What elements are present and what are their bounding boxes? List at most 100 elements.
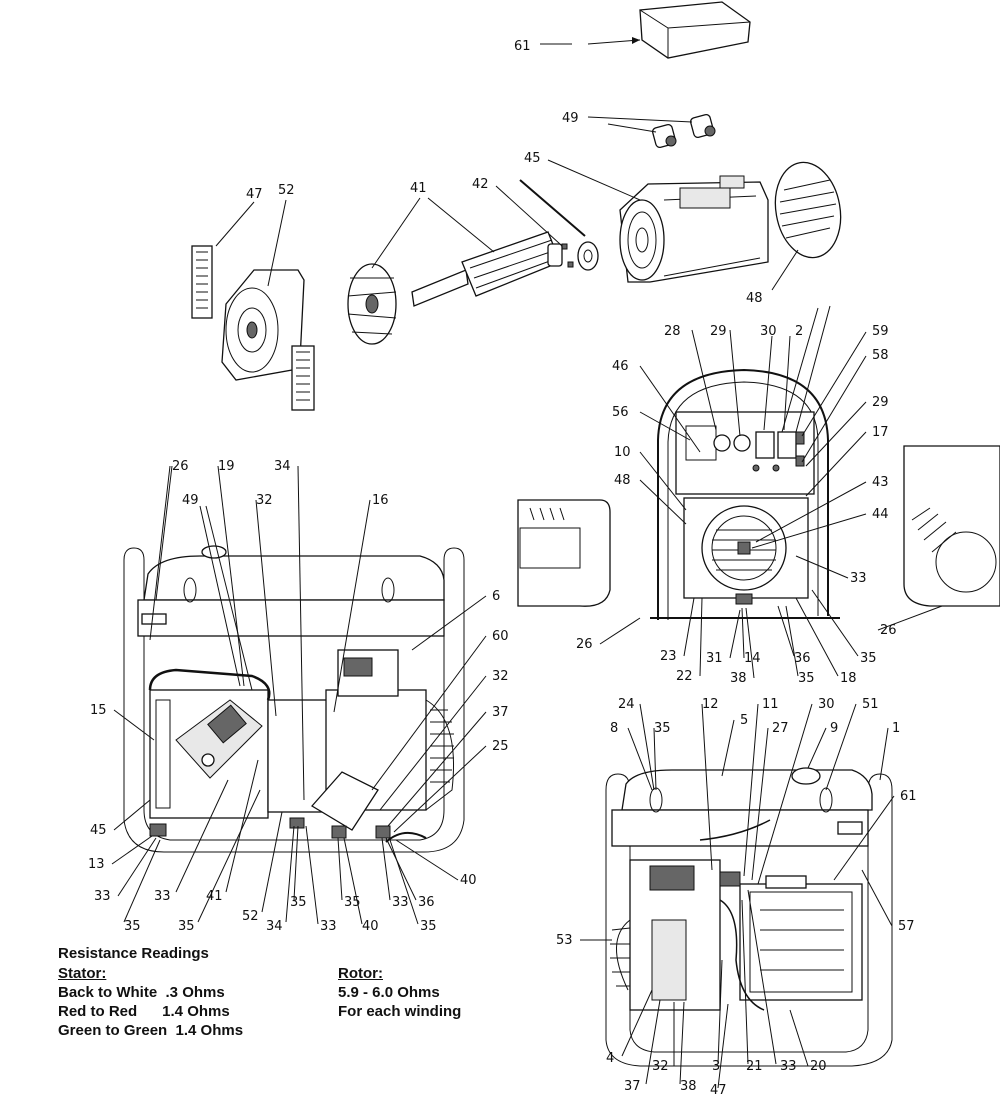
callout-8: 8 bbox=[610, 721, 618, 736]
callout-56: 56 bbox=[612, 405, 629, 420]
callout-48: 48 bbox=[746, 291, 763, 306]
callout-35-side-c: 35 bbox=[290, 895, 307, 910]
callout-12: 12 bbox=[702, 697, 719, 712]
callout-29: 29 bbox=[710, 324, 727, 339]
callout-13: 13 bbox=[88, 857, 105, 872]
callout-29-panel: 29 bbox=[872, 395, 889, 410]
callout-38-right: 38 bbox=[680, 1079, 697, 1094]
callout-47: 47 bbox=[246, 187, 263, 202]
callout-32-side-top: 32 bbox=[256, 493, 273, 508]
callout-35-side-b: 35 bbox=[178, 919, 195, 934]
callout-52: 52 bbox=[278, 183, 295, 198]
callout-32-right: 32 bbox=[652, 1059, 669, 1074]
callout-45-side: 45 bbox=[90, 823, 107, 838]
rotor-line-1: 5.9 - 6.0 Ohms bbox=[338, 984, 440, 1001]
callout-37-right: 37 bbox=[624, 1079, 641, 1094]
callout-41: 41 bbox=[410, 181, 427, 196]
callout-34-side-bottom: 34 bbox=[266, 919, 283, 934]
callout-59: 59 bbox=[872, 324, 889, 339]
callout-18: 18 bbox=[840, 671, 857, 686]
callout-40-side-b: 40 bbox=[460, 873, 477, 888]
callout-60: 60 bbox=[492, 629, 509, 644]
callout-27: 27 bbox=[772, 721, 789, 736]
callout-45: 45 bbox=[524, 151, 541, 166]
callout-9: 9 bbox=[830, 721, 838, 736]
callout-35-side-d: 35 bbox=[344, 895, 361, 910]
stator-line-2: Red to Red 1.4 Ohms bbox=[58, 1003, 230, 1020]
callout-58: 58 bbox=[872, 348, 889, 363]
exploded-view: 61 49 45 bbox=[191, 1, 842, 411]
callout-47-right: 47 bbox=[710, 1083, 727, 1098]
callout-61-right: 61 bbox=[900, 789, 917, 804]
callout-36: 36 bbox=[794, 651, 811, 666]
callout-35-panel: 35 bbox=[798, 671, 815, 686]
callout-35-panel-right: 35 bbox=[860, 651, 877, 666]
callout-33-panel: 33 bbox=[850, 571, 867, 586]
callout-5: 5 bbox=[740, 713, 748, 728]
callout-26-panel-right: 26 bbox=[880, 623, 897, 638]
callout-37-side: 37 bbox=[492, 705, 509, 720]
callout-33-side-c: 33 bbox=[320, 919, 337, 934]
callout-36-side: 36 bbox=[418, 895, 435, 910]
grille-part-48 bbox=[774, 161, 842, 259]
callout-23: 23 bbox=[660, 649, 677, 664]
callout-25: 25 bbox=[492, 739, 509, 754]
callout-49-side: 49 bbox=[182, 493, 199, 508]
callout-42: 42 bbox=[472, 177, 489, 192]
resistance-readings-title: Resistance Readings bbox=[58, 945, 209, 962]
battery-part-61 bbox=[639, 1, 751, 59]
callout-17: 17 bbox=[872, 425, 889, 440]
stator-housing-part-45 bbox=[619, 175, 769, 283]
callout-44: 44 bbox=[872, 507, 889, 522]
callout-33-right: 33 bbox=[780, 1059, 797, 1074]
callout-34-side: 34 bbox=[274, 459, 291, 474]
callout-10: 10 bbox=[614, 445, 631, 460]
callout-48-panel: 48 bbox=[614, 473, 631, 488]
callout-61: 61 bbox=[514, 39, 531, 54]
stator-line-1: Back to White .3 Ohms bbox=[58, 984, 225, 1001]
callout-40-side-a: 40 bbox=[362, 919, 379, 934]
fan-part-41 bbox=[347, 263, 397, 345]
callout-4: 4 bbox=[606, 1051, 614, 1066]
callout-19: 19 bbox=[218, 459, 235, 474]
callout-51: 51 bbox=[862, 697, 879, 712]
callout-43: 43 bbox=[872, 475, 889, 490]
callout-1: 1 bbox=[892, 721, 900, 736]
callout-31: 31 bbox=[706, 651, 723, 666]
rotor-heading: Rotor: bbox=[338, 965, 383, 982]
rotor-readings: Rotor: 5.9 - 6.0 Ohms For each winding bbox=[338, 964, 461, 1021]
callout-20: 20 bbox=[810, 1059, 827, 1074]
callout-35-right: 35 bbox=[654, 721, 671, 736]
callout-52-side: 52 bbox=[242, 909, 259, 924]
right-side-view: 24 8 35 12 11 5 27 30 9 51 1 61 57 53 4 … bbox=[556, 697, 917, 1098]
control-panel-view: 28 29 30 2 59 58 46 56 29 17 10 48 43 44… bbox=[517, 305, 1000, 686]
louver-part-47 bbox=[191, 245, 315, 411]
callout-33-side-a: 33 bbox=[94, 889, 111, 904]
callout-26-panel-left: 26 bbox=[576, 637, 593, 652]
callout-35-side-e: 35 bbox=[420, 919, 437, 934]
brush-part-49 bbox=[652, 114, 716, 148]
callout-11: 11 bbox=[762, 697, 779, 712]
callout-15: 15 bbox=[90, 703, 107, 718]
callout-24: 24 bbox=[618, 697, 635, 712]
end-bracket-part-52 bbox=[221, 269, 305, 381]
callout-53: 53 bbox=[556, 933, 573, 948]
callout-57: 57 bbox=[898, 919, 915, 934]
callout-21: 21 bbox=[746, 1059, 763, 1074]
stator-heading: Stator: bbox=[58, 965, 107, 982]
callout-49: 49 bbox=[562, 111, 579, 126]
callout-26-side: 26 bbox=[172, 459, 189, 474]
bearing-part-42 bbox=[561, 241, 599, 271]
callout-30: 30 bbox=[760, 324, 777, 339]
callout-28: 28 bbox=[664, 324, 681, 339]
callout-33-side-d: 33 bbox=[392, 895, 409, 910]
rotor-line-2: For each winding bbox=[338, 1003, 462, 1020]
callout-22: 22 bbox=[676, 669, 693, 684]
callout-30-right: 30 bbox=[818, 697, 835, 712]
stator-line-3: Green to Green 1.4 Ohms bbox=[58, 1022, 244, 1039]
callout-32-side-right: 32 bbox=[492, 669, 509, 684]
callout-46: 46 bbox=[612, 359, 629, 374]
rotor-part-41 bbox=[411, 231, 563, 307]
callout-6: 6 bbox=[492, 589, 500, 604]
